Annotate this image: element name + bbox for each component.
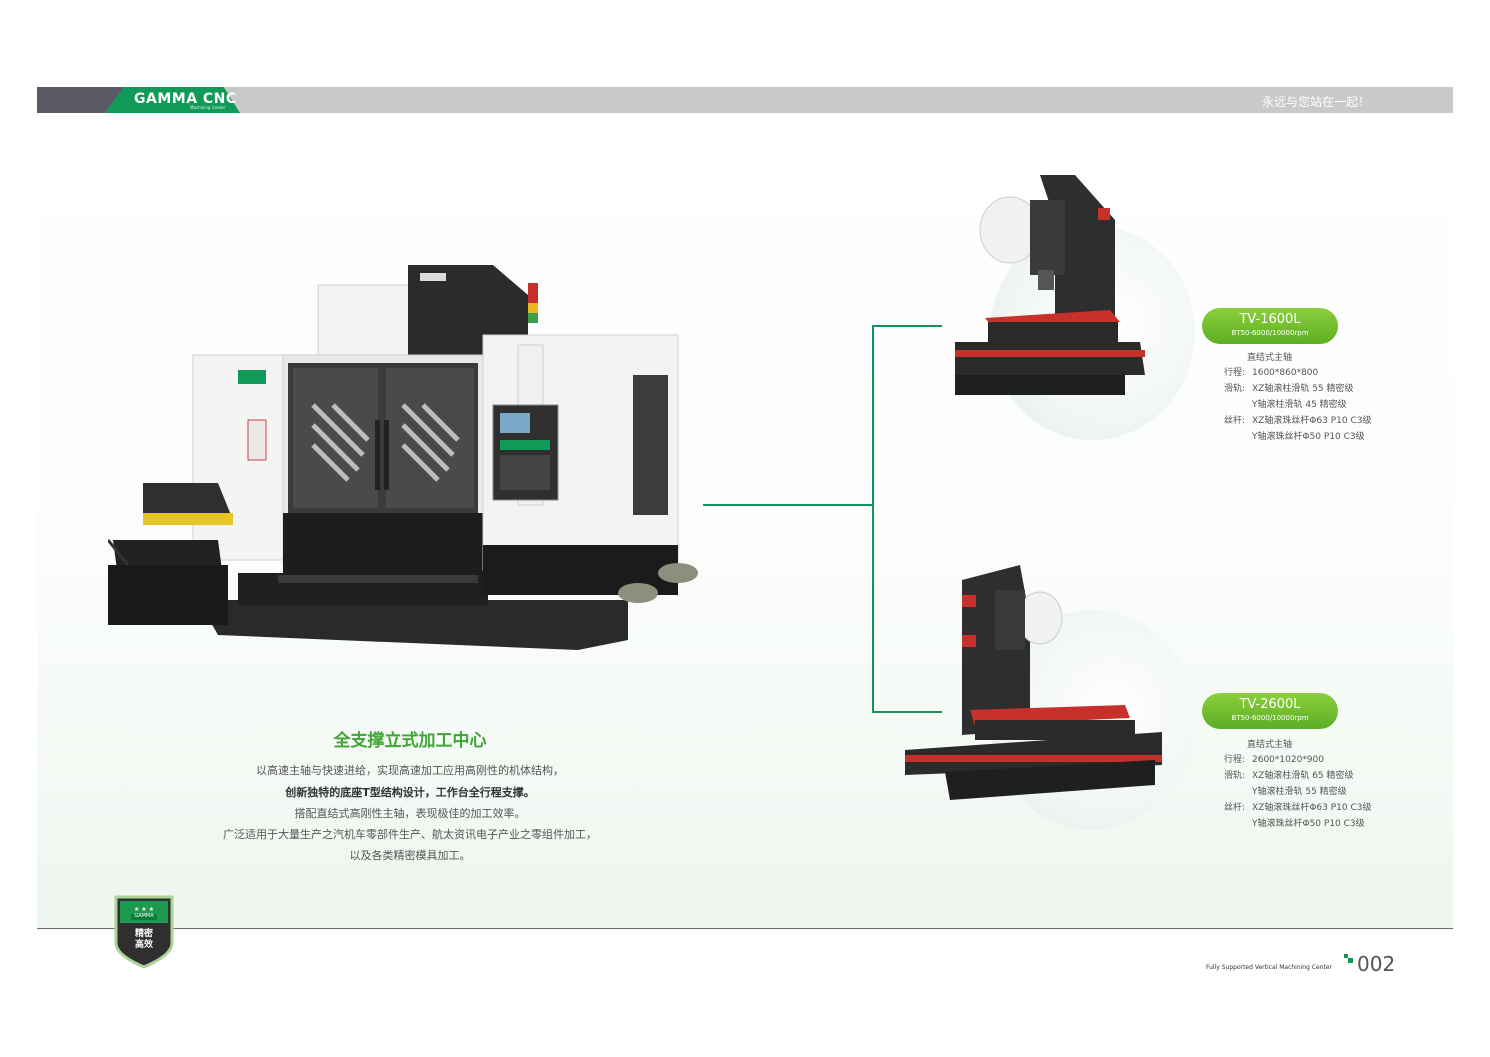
spec-rail-xz: XZ轴滚柱滑轨 65 精密级: [1252, 771, 1354, 781]
description-line-4: 广泛适用于大量生产之汽机车零部件生产、航太资讯电子产业之零组件加工，: [223, 828, 597, 841]
badge-brand: GAMMA: [134, 913, 154, 919]
model-spindle-spec: BT50-6000/10000rpm: [1231, 329, 1309, 337]
spec-screw-y: Y轴滚珠丝杆Φ50 P10 C3级: [1252, 432, 1365, 442]
description-line-5: 以及各类精密模具加工。: [349, 849, 471, 862]
spec-travel: 1600*860*800: [1252, 368, 1319, 378]
spec-rail-xz: XZ轴滚柱滑轨 55 精密级: [1252, 384, 1354, 394]
model-name: TV-2600L: [1239, 697, 1301, 712]
spec-spindle-type: 直结式主轴: [1247, 353, 1293, 363]
spec-rail-y: Y轴滚柱滑轨 55 精密级: [1252, 787, 1347, 797]
spec-label-rail: 滑轨:: [1224, 771, 1246, 781]
shield-icon: ★ ★ ★: [114, 895, 174, 969]
spec-label-screw: 丝杆:: [1224, 416, 1246, 426]
badge-line-2: 高效: [134, 940, 153, 950]
header-tagline: 永远与您站在一起！: [1261, 95, 1370, 109]
brand-logo-text: GAMMA CNC: [134, 91, 237, 107]
description-line-2: 创新独特的底座T型结构设计，工作台全行程支撑。: [285, 786, 535, 799]
badge-line-1: 精密: [134, 929, 153, 939]
svg-text:★ ★ ★: ★ ★ ★: [134, 906, 154, 913]
page-number: 002: [1357, 952, 1396, 976]
model-pill-tv1600l: TV-1600L BT50-6000/10000rpm: [1202, 308, 1338, 344]
page-title: 全支撑立式加工中心: [333, 731, 487, 751]
connector-bottom: [872, 711, 942, 713]
header-bar: [37, 87, 1453, 113]
connector-main: [703, 504, 873, 506]
spec-screw-xz: XZ轴滚珠丝杆Φ63 P10 C3级: [1252, 416, 1372, 426]
brand-logo-tab: [105, 87, 240, 113]
spec-label-rail: 滑轨:: [1224, 384, 1246, 394]
page-mark-icon: [1344, 954, 1353, 963]
description-line-1: 以高速主轴与快速进给，实现高速加工应用高刚性的机体结构，: [256, 764, 564, 777]
product-image-tv2600l: [905, 565, 1162, 800]
spec-travel: 2600*1020*900: [1252, 755, 1324, 765]
spec-label-travel: 行程:: [1224, 368, 1246, 378]
main-machine-image: [108, 265, 698, 650]
spec-label-travel: 行程:: [1224, 755, 1246, 765]
footer-subtitle: Fully Supported Vertical Machining Cente…: [1206, 964, 1333, 971]
connector-top: [872, 325, 942, 327]
connector-vertical: [872, 325, 874, 712]
spec-rail-y: Y轴滚柱滑轨 45 精密级: [1252, 400, 1347, 410]
brand-logo-subtext: Machining Center: [190, 105, 226, 110]
spec-screw-xz: XZ轴滚珠丝杆Φ63 P10 C3级: [1252, 803, 1372, 813]
spec-spindle-type: 直结式主轴: [1247, 740, 1293, 750]
model-pill-tv2600l: TV-2600L BT50-6000/10000rpm: [1202, 693, 1338, 729]
product-image-tv1600l: [955, 175, 1145, 395]
description-line-3: 搭配直结式高刚性主轴，表现极佳的加工效率。: [294, 807, 526, 820]
spec-screw-y: Y轴滚珠丝杆Φ50 P10 C3级: [1252, 819, 1365, 829]
model-name: TV-1600L: [1239, 312, 1301, 327]
footer-rule: [37, 928, 1453, 929]
model-spindle-spec: BT50-6000/10000rpm: [1231, 714, 1309, 722]
spec-label-screw: 丝杆:: [1224, 803, 1246, 813]
quality-badge: ★ ★ ★ GAMMA 精密 高效: [113, 893, 175, 969]
